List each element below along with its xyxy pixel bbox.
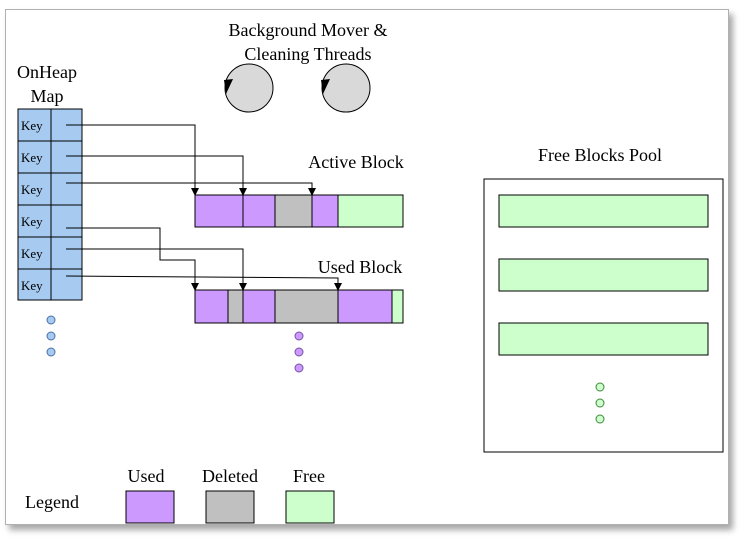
active-block: [194, 194, 404, 228]
used-block: [194, 289, 404, 324]
map-key: Key: [21, 150, 43, 165]
map-key: Key: [21, 246, 43, 261]
free-block: [498, 258, 709, 292]
threads-title-line1: Background Mover &: [229, 20, 388, 40]
threads-title-line2: Cleaning Threads: [244, 44, 371, 64]
legend-deleted-swatch: [205, 490, 255, 524]
used-block-label: Used Block: [318, 257, 403, 277]
legend-free-label: Free: [293, 466, 325, 486]
legend-used-label: Used: [128, 466, 165, 486]
legend-deleted-label: Deleted: [202, 466, 258, 486]
active-block-label: Active Block: [308, 152, 403, 172]
key-pointers: [65, 124, 342, 291]
onheap-title-line1: OnHeap: [17, 62, 77, 82]
onheap-map: Key Key Key Key Key Key: [17, 108, 83, 301]
map-key: Key: [21, 182, 43, 197]
map-key: Key: [21, 214, 43, 229]
used-block-ellipsis: [294, 331, 304, 373]
free-block: [498, 194, 709, 228]
map-key: Key: [21, 278, 43, 293]
legend-free-swatch: [285, 490, 335, 524]
free-block: [498, 322, 709, 356]
thread-icon-2: [321, 63, 371, 113]
legend-used-swatch: [125, 490, 175, 524]
map-key: Key: [21, 118, 43, 133]
legend-title: Legend: [25, 492, 79, 512]
pool-ellipsis: [595, 382, 605, 424]
onheap-title-line2: Map: [31, 86, 64, 106]
pool-label: Free Blocks Pool: [538, 145, 662, 165]
map-ellipsis: [46, 315, 56, 357]
thread-icon-1: [224, 63, 274, 113]
